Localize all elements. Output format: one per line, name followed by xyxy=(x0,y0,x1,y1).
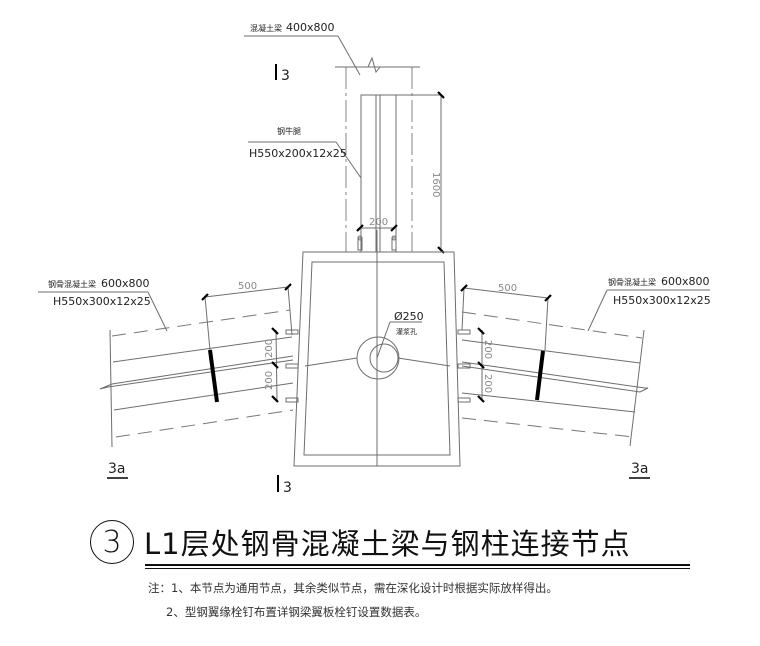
right-beam-steel: H550x300x12x25 xyxy=(613,294,711,307)
right-beam: 500 200 200 xyxy=(457,283,710,447)
grout-hole: Ø250 灌浆孔 xyxy=(304,310,451,380)
dim-200-right-upper-label: 200 xyxy=(482,340,493,359)
dimension-stud-spacing: 200 xyxy=(356,217,398,232)
dim-500-right-label: 500 xyxy=(498,283,517,294)
hole-name-label: 灌浆孔 xyxy=(396,327,417,336)
left-beam-steel: H550x300x12x25 xyxy=(53,295,151,308)
section-mark-right: 3a xyxy=(629,461,650,479)
title-underline-thin xyxy=(145,568,690,569)
leaders-top xyxy=(244,35,362,179)
note-line-1: 注：1、本节点为通用节点，其余类似节点，需在深化设计时根据实际放样得出。 xyxy=(148,581,558,595)
detail-number-circle: 3 xyxy=(90,520,134,564)
svg-text:3a: 3a xyxy=(108,461,126,477)
dim-500-left-label: 500 xyxy=(238,281,257,292)
steel-column-block xyxy=(293,230,461,467)
svg-text:3: 3 xyxy=(281,68,290,84)
dim-1600-label: 1600 xyxy=(430,172,441,197)
note-line-2: 2、型钢翼缘栓钉布置详钢梁翼板栓钉设置数据表。 xyxy=(166,605,427,619)
svg-text:3: 3 xyxy=(283,480,292,496)
top-concrete-beam xyxy=(335,56,420,252)
dim-200-right-lower-label: 200 xyxy=(482,374,493,393)
svg-text:3a: 3a xyxy=(631,461,649,477)
left-beam-name: 钢骨混凝土梁 xyxy=(48,279,96,289)
dim-200-top-label: 200 xyxy=(369,217,388,228)
title-underline-thick xyxy=(145,564,690,566)
section-mark-top: 3 xyxy=(275,64,290,84)
hole-diameter-label: Ø250 xyxy=(394,310,424,323)
left-beam: 500 200 200 xyxy=(38,281,299,448)
detail-title-text: L1层处钢骨混凝土梁与钢柱连接节点 xyxy=(144,527,631,561)
corbel-name: 钢牛腿 xyxy=(277,126,301,136)
top-beam-size: 400x800 xyxy=(286,21,335,34)
section-mark-left: 3a xyxy=(107,461,128,479)
right-beam-size: 600x800 xyxy=(661,275,710,288)
detail-title: 3 L1层处钢骨混凝土梁与钢柱连接节点 xyxy=(90,520,631,564)
left-beam-size: 600x800 xyxy=(101,277,150,290)
dimension-1600: 1600 xyxy=(430,91,445,254)
section-mark-bottom: 3 xyxy=(277,475,292,496)
top-beam-name: 混凝土梁 xyxy=(250,23,282,33)
corbel-size: H550x200x12x25 xyxy=(249,147,347,160)
dim-200-left-lower-label: 200 xyxy=(264,371,275,390)
right-beam-name: 钢骨混凝土梁 xyxy=(608,277,656,287)
dim-200-left-upper-label: 200 xyxy=(264,339,275,358)
